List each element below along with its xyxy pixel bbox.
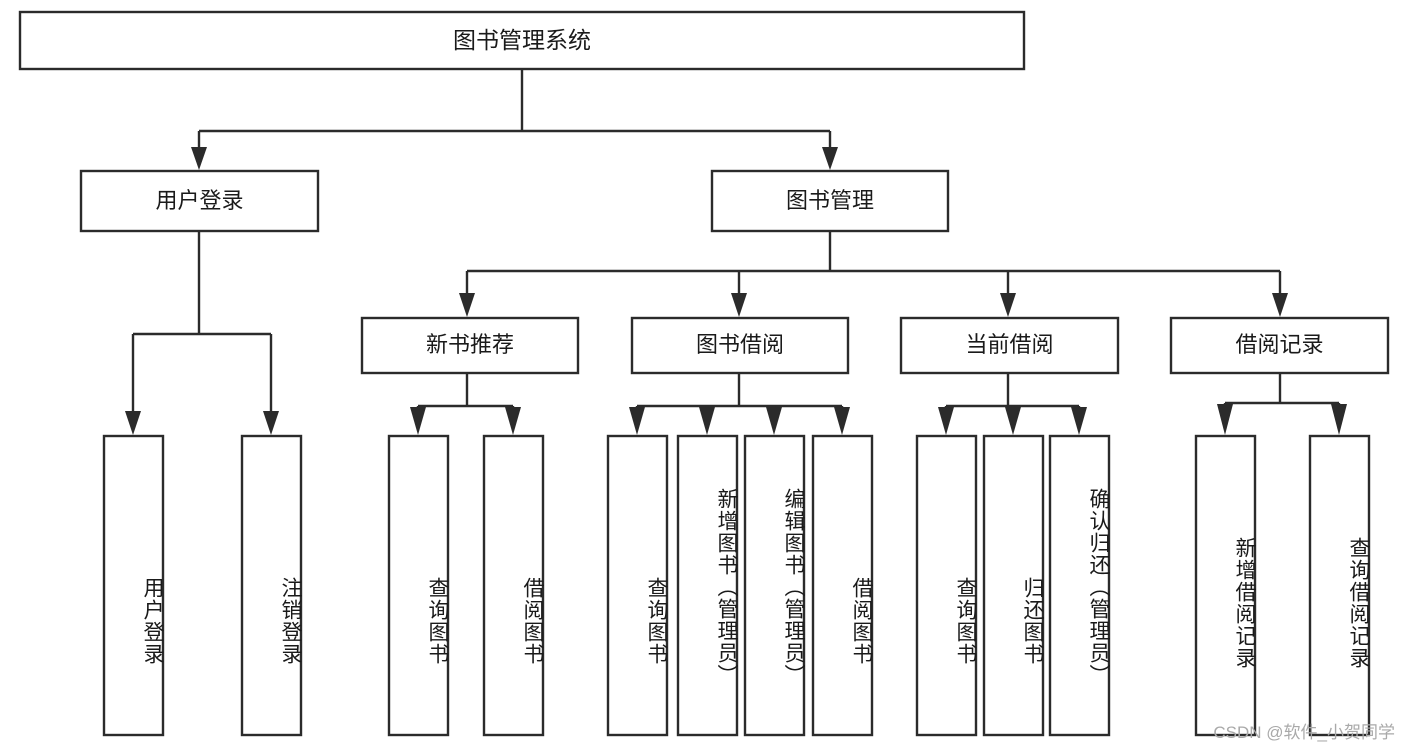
arrowhead-to-leaf-edit-book: [766, 407, 782, 435]
node-leaf-logout[interactable]: [240, 434, 303, 737]
arrowhead-to-user-login: [191, 147, 207, 170]
node-current-borrow[interactable]: [899, 316, 1120, 375]
node-leaf-edit-book[interactable]: [743, 434, 806, 737]
node-borrow-record[interactable]: [1169, 316, 1390, 375]
node-new-book-recommend-label: 新书推荐: [426, 332, 514, 357]
arrowheads-group: [125, 147, 1347, 435]
node-leaf-return-book[interactable]: [982, 434, 1045, 737]
arrowhead-to-current-borrow: [1000, 293, 1016, 317]
arrowhead-to-leaf-query-book-2: [629, 407, 645, 435]
arrowhead-to-book-manage: [822, 147, 838, 170]
node-leaf-query-book-1[interactable]: [387, 434, 450, 737]
arrowhead-to-leaf-add-book: [699, 407, 715, 435]
arrowhead-to-leaf-user-login: [125, 411, 141, 435]
node-book-borrow[interactable]: [630, 316, 850, 375]
node-root-label: 图书管理系统: [453, 27, 591, 53]
node-leaf-add-record[interactable]: [1194, 434, 1257, 737]
arrowhead-to-borrow-record: [1272, 293, 1288, 317]
arrowhead-to-leaf-query-record: [1331, 404, 1347, 435]
node-leaf-query-record[interactable]: [1308, 434, 1371, 737]
node-new-book-recommend[interactable]: [360, 316, 580, 375]
arrowhead-to-leaf-return-book: [1005, 407, 1021, 435]
node-leaf-confirm-return[interactable]: [1048, 434, 1111, 737]
node-current-borrow-label: 当前借阅: [965, 332, 1053, 357]
node-borrow-record-label: 借阅记录: [1235, 332, 1323, 357]
arrowhead-to-book-borrow: [731, 293, 747, 317]
arrowhead-to-new-book-recommend: [459, 293, 475, 317]
arrowhead-to-leaf-borrow-book-1: [505, 407, 521, 435]
node-book-manage-label: 图书管理: [786, 188, 874, 213]
node-leaf-borrow-book-1[interactable]: [482, 434, 545, 737]
arrowhead-to-leaf-add-record: [1217, 404, 1233, 435]
node-leaf-user-login[interactable]: [102, 434, 165, 737]
node-user-login-label: 用户登录: [155, 188, 243, 213]
node-leaf-borrow-book-2[interactable]: [811, 434, 874, 737]
node-leaf-query-book-2[interactable]: [606, 434, 669, 737]
node-leaf-query-book-3[interactable]: [915, 434, 978, 737]
node-book-manage[interactable]: [710, 169, 950, 233]
arrowhead-to-leaf-logout: [263, 411, 279, 435]
arrowhead-to-leaf-borrow-book-2: [834, 407, 850, 435]
node-leaf-add-book[interactable]: [676, 434, 739, 737]
node-user-login[interactable]: [79, 169, 320, 233]
arrowhead-to-leaf-query-book-1: [410, 407, 426, 435]
arrowhead-to-leaf-query-book-3: [938, 407, 954, 435]
node-root[interactable]: [18, 10, 1026, 71]
node-book-borrow-label: 图书借阅: [696, 332, 784, 357]
nodes-group: 图书管理系统 用户登录 图书管理 新书推荐 图书借阅 当前借阅 借阅记录: [18, 10, 1390, 737]
arrowhead-to-leaf-confirm-return: [1071, 407, 1087, 435]
